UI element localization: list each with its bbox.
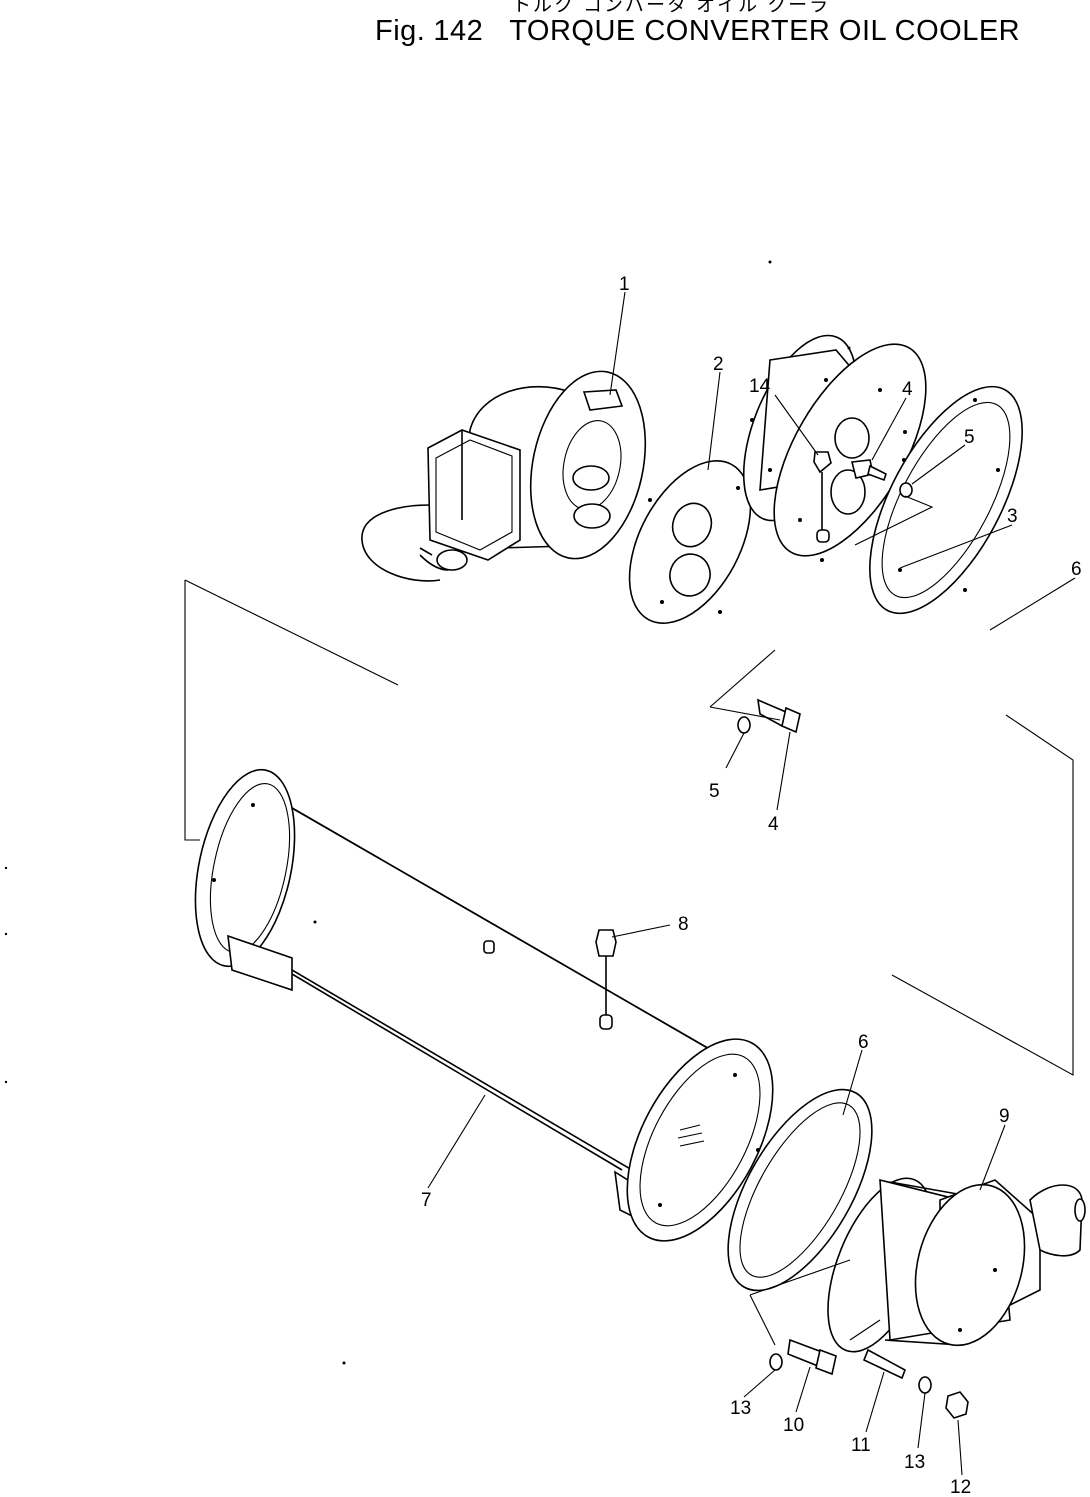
figure-number: 142 (433, 15, 484, 47)
part-1-inlet-housing (361, 370, 647, 582)
callout-1: 1 (619, 274, 630, 295)
callout-12: 12 (950, 1477, 971, 1497)
callout-13-left: 13 (730, 1398, 751, 1419)
callout-4-lower: 4 (768, 814, 779, 835)
callout-labels: 1 2 14 4 5 3 6 5 4 8 6 9 7 13 10 11 13 1… (421, 274, 1082, 1497)
figure-prefix: Fig. (375, 15, 426, 47)
figure-caption: トルク コンバータ オイル クーラ Fig.142 TORQUE CONVERTE… (0, 0, 1090, 60)
callout-7: 7 (421, 1190, 432, 1211)
assembly-guide-lines (184, 495, 1074, 1346)
leader-lines (427, 291, 1076, 1476)
callout-5-top: 5 (964, 427, 975, 448)
part-8-plug (595, 929, 617, 1030)
callout-5-lower: 5 (709, 781, 720, 802)
callout-11: 11 (851, 1435, 871, 1456)
part-3-cover (742, 334, 927, 562)
part-9-outlet-housing (827, 1177, 1086, 1353)
fasteners (737, 451, 969, 1419)
part-6-upper-gasket (869, 385, 1023, 615)
figure-name: TORQUE CONVERTER OIL COOLER (509, 15, 1021, 47)
part-7-cooler-tube (194, 768, 774, 1242)
callout-3: 3 (1007, 506, 1018, 527)
part-2-gasket (628, 460, 752, 624)
callout-14: 14 (749, 376, 771, 397)
callout-6-top: 6 (1071, 559, 1082, 580)
callout-13-right: 13 (904, 1452, 925, 1473)
part-6-lower-gasket (727, 1088, 873, 1292)
callout-2: 2 (713, 354, 724, 375)
callout-6-lower: 6 (858, 1032, 869, 1053)
japanese-title: トルク コンバータ オイル クーラ (512, 0, 831, 16)
callout-10: 10 (783, 1415, 804, 1436)
callout-8: 8 (678, 914, 689, 935)
callout-4-top: 4 (902, 379, 913, 400)
callout-9: 9 (999, 1106, 1010, 1127)
figure-title: Fig.142 TORQUE CONVERTER OIL COOLER (375, 15, 1020, 48)
scan-specks (4, 260, 851, 1365)
